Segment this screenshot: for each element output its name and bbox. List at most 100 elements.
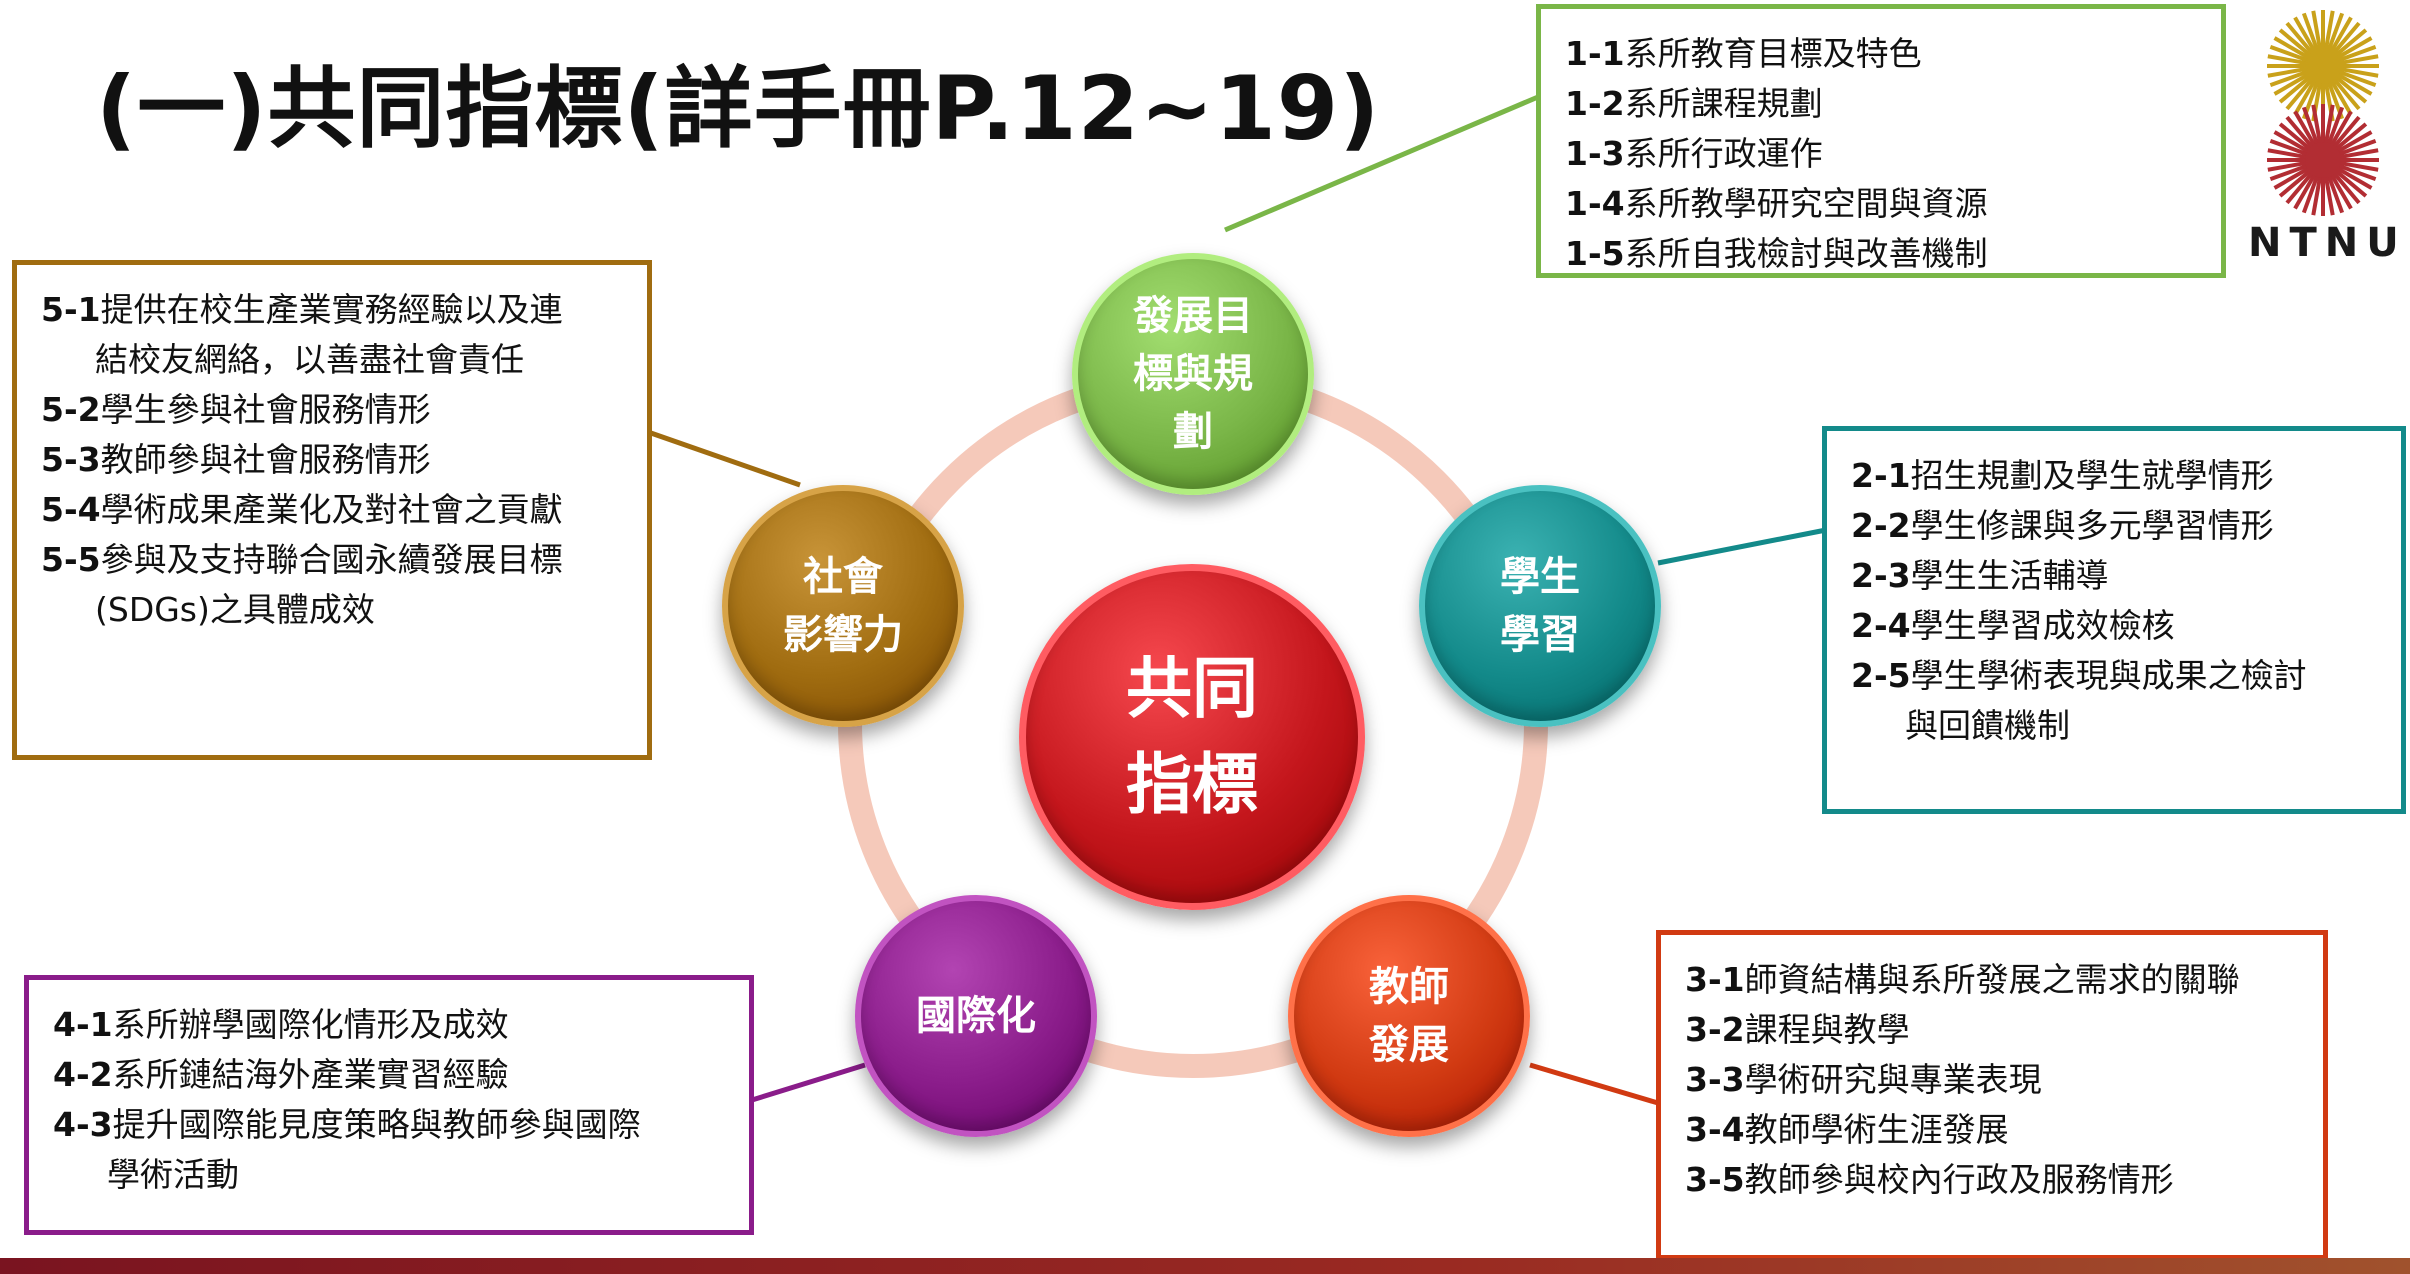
- indicator-item: 2-5學生學術表現與成果之檢討與回饋機制: [1851, 651, 2377, 751]
- node-student-learning: 學生 學習: [1419, 485, 1661, 727]
- center-label: 共同 指標: [1126, 650, 1258, 823]
- indicator-item: 3-4教師學術生涯發展: [1685, 1105, 2299, 1155]
- indicator-code: 2-3: [1851, 556, 1911, 595]
- indicator-code: 4-3: [53, 1105, 113, 1144]
- indicator-item: 3-3學術研究與專業表現: [1685, 1055, 2299, 1105]
- indicator-code: 5-2: [41, 390, 101, 429]
- node-label: 國際化: [916, 993, 1036, 1039]
- indicator-item: 2-2學生修課與多元學習情形: [1851, 501, 2377, 551]
- indicator-code: 1-1: [1565, 34, 1625, 73]
- node-development-goals: 發展目 標與規 劃: [1072, 253, 1314, 495]
- node-label: 教師 發展: [1369, 964, 1449, 1068]
- indicator-text: 師資結構與系所發展之需求的關聯: [1744, 960, 2240, 999]
- indicator-item: 4-2系所鏈結海外產業實習經驗: [53, 1050, 725, 1100]
- indicator-text: 課程與教學: [1744, 1010, 1910, 1049]
- indicator-text: 系所辦學國際化情形及成效: [112, 1005, 509, 1044]
- indicator-code: 2-5: [1851, 656, 1911, 695]
- node-label: 社會 影響力: [783, 554, 903, 658]
- connector-2: [1657, 527, 1827, 566]
- logo-sunburst-icon: [2267, 10, 2379, 216]
- indicator-item: 5-1提供在校生產業實務經驗以及連結校友網絡，以善盡社會責任: [41, 285, 623, 385]
- indicator-code: 2-2: [1851, 506, 1911, 545]
- indicator-text: 系所課程規劃: [1624, 84, 1823, 123]
- indicator-item: 1-5系所自我檢討與改善機制: [1565, 229, 2197, 279]
- indicator-item: 3-1師資結構與系所發展之需求的關聯: [1685, 955, 2299, 1005]
- indicator-text-continued: 與回饋機制: [1905, 706, 2070, 745]
- footer-bar: [0, 1258, 2410, 1274]
- connector-1: [1224, 94, 1539, 233]
- indicator-item: 1-4系所教學研究空間與資源: [1565, 179, 2197, 229]
- indicator-code: 3-4: [1685, 1110, 1745, 1149]
- indicator-code: 3-2: [1685, 1010, 1745, 1049]
- indicator-text: 學生學習成效檢核: [1910, 606, 2175, 645]
- indicator-code: 3-3: [1685, 1060, 1745, 1099]
- indicator-item: 5-5參與及支持聯合國永續發展目標 (SDGs)之具體成效: [41, 535, 623, 635]
- indicator-item: 1-2系所課程規劃: [1565, 79, 2197, 129]
- page-title: (一)共同指標(詳手冊P.12~19): [96, 57, 1381, 160]
- indicator-text: 教師參與校內行政及服務情形: [1744, 1160, 2174, 1199]
- indicator-item: 5-4學術成果產業化及對社會之貢獻: [41, 485, 623, 535]
- indicator-text: 提升國際能見度策略與教師參與國際: [112, 1105, 641, 1144]
- indicator-item: 3-5教師參與校內行政及服務情形: [1685, 1155, 2299, 1205]
- indicator-code: 5-4: [41, 490, 101, 529]
- indicator-text: 系所鏈結海外產業實習經驗: [112, 1055, 509, 1094]
- connector-5: [647, 429, 801, 488]
- indicator-text: 參與及支持聯合國永續發展目標: [100, 540, 563, 579]
- indicator-item: 5-2學生參與社會服務情形: [41, 385, 623, 435]
- indicator-text: 提供在校生產業實務經驗以及連: [100, 290, 563, 329]
- indicator-text: 學術研究與專業表現: [1744, 1060, 2042, 1099]
- indicator-text: 教師參與社會服務情形: [100, 440, 431, 479]
- indicator-code: 5-1: [41, 290, 101, 329]
- indicator-text: 學生參與社會服務情形: [100, 390, 431, 429]
- node-label: 學生 學習: [1500, 554, 1580, 658]
- ntnu-logo: NTNU: [2248, 8, 2407, 268]
- indicator-text-continued: (SDGs)之具體成效: [95, 590, 375, 629]
- indicator-code: 4-1: [53, 1005, 113, 1044]
- logo-text: NTNU: [2248, 220, 2407, 266]
- indicator-item: 4-1系所辦學國際化情形及成效: [53, 1000, 725, 1050]
- indicator-code: 3-5: [1685, 1160, 1745, 1199]
- connector-3: [1529, 1062, 1659, 1106]
- indicator-text: 系所教學研究空間與資源: [1624, 184, 1988, 223]
- indicator-text: 教師學術生涯發展: [1744, 1110, 2009, 1149]
- indicator-text-continued: 學術活動: [107, 1155, 239, 1194]
- indicator-code: 5-5: [41, 540, 101, 579]
- indicator-code: 2-4: [1851, 606, 1911, 645]
- node-label: 發展目 標與規 劃: [1133, 293, 1253, 455]
- indicator-code: 5-3: [41, 440, 101, 479]
- indicator-item: 2-3學生生活輔導: [1851, 551, 2377, 601]
- indicator-text: 學術成果產業化及對社會之貢獻: [100, 490, 563, 529]
- connector-4: [751, 1062, 866, 1103]
- indicator-code: 1-5: [1565, 234, 1625, 273]
- indicator-code: 2-1: [1851, 456, 1911, 495]
- center-node: 共同 指標: [1019, 564, 1365, 910]
- indicator-code: 1-3: [1565, 134, 1625, 173]
- indicator-item: 5-3教師參與社會服務情形: [41, 435, 623, 485]
- indicator-text: 系所行政運作: [1624, 134, 1823, 173]
- node-social-impact: 社會 影響力: [722, 485, 964, 727]
- indicator-code: 4-2: [53, 1055, 113, 1094]
- indicator-text: 學生修課與多元學習情形: [1910, 506, 2274, 545]
- indicator-code: 1-4: [1565, 184, 1625, 223]
- indicator-code: 1-2: [1565, 84, 1625, 123]
- indicator-item: 4-3提升國際能見度策略與教師參與國際學術活動: [53, 1100, 725, 1200]
- node-internationalization: 國際化: [855, 895, 1097, 1137]
- indicator-item: 2-1招生規劃及學生就學情形: [1851, 451, 2377, 501]
- indicator-text: 學生生活輔導: [1910, 556, 2109, 595]
- indicator-item: 3-2課程與教學: [1685, 1005, 2299, 1055]
- indicator-code: 3-1: [1685, 960, 1745, 999]
- indicator-text-continued: 結校友網絡，以善盡社會責任: [95, 340, 524, 379]
- node-faculty-development: 教師 發展: [1288, 895, 1530, 1137]
- indicator-text: 系所教育目標及特色: [1624, 34, 1922, 73]
- indicator-item: 1-3系所行政運作: [1565, 129, 2197, 179]
